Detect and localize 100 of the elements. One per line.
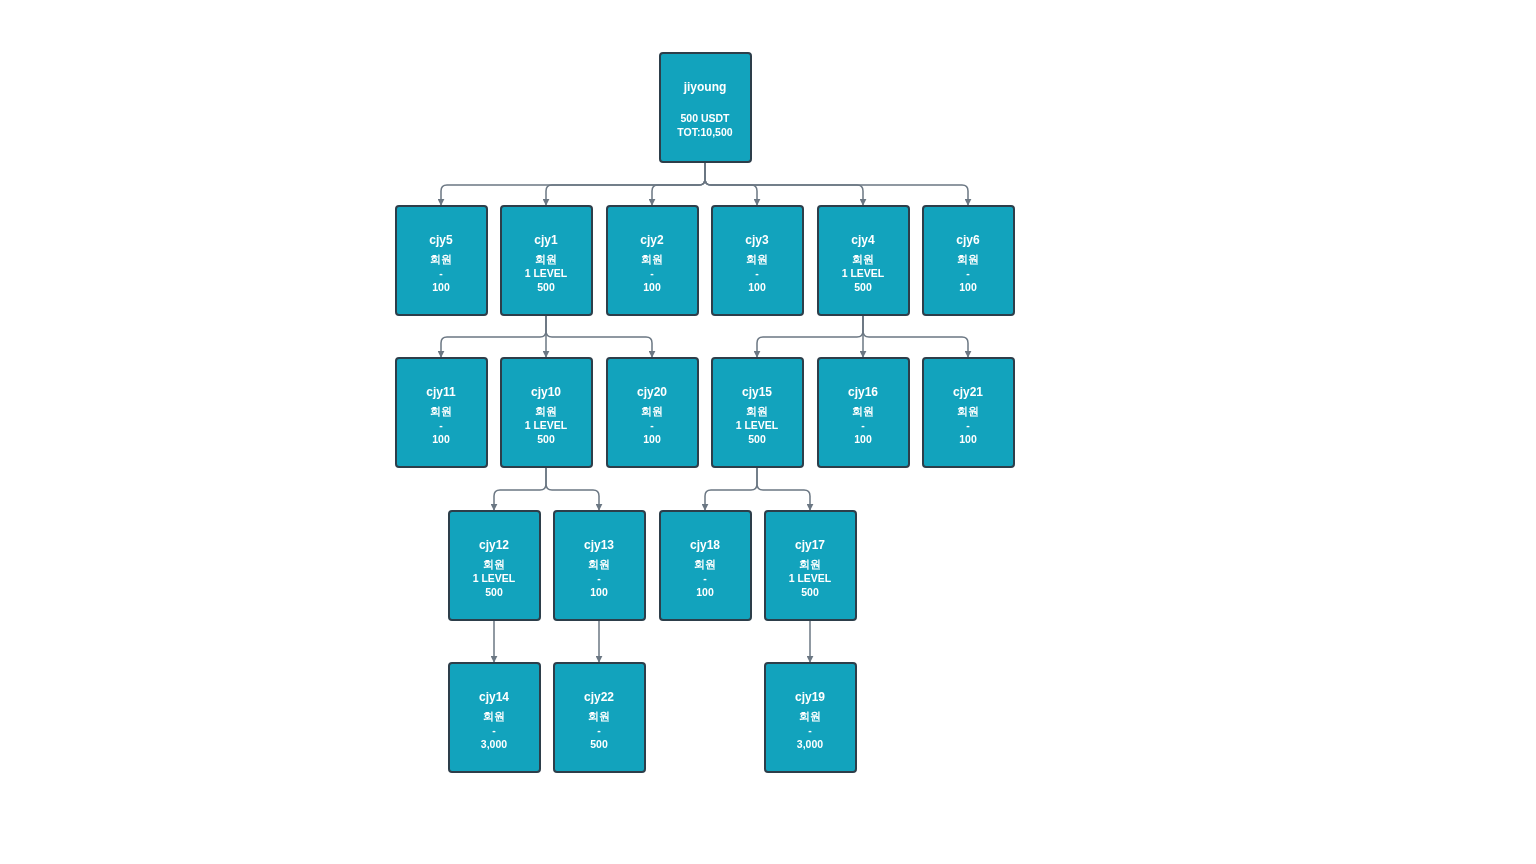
member-box [552, 510, 646, 621]
member-detail: 회원 [430, 404, 452, 418]
member-id: cjy5 [429, 233, 453, 247]
member-detail: - [650, 418, 654, 432]
member-detail: - [650, 266, 654, 280]
member-box [447, 510, 541, 621]
member-detail: 회원 [430, 252, 452, 266]
member-detail: 회원 [641, 252, 663, 266]
member-detail: 500 USDT [680, 111, 730, 125]
member-detail: 1 LEVEL [841, 266, 885, 280]
member-detail: 500 [801, 585, 819, 599]
member-detail: 3,000 [796, 737, 824, 751]
member-id: cjy20 [637, 385, 667, 399]
member-detail: 500 [485, 585, 503, 599]
member-detail: - [808, 723, 812, 737]
member-id: cjy13 [584, 538, 614, 552]
member-id: cjy15 [742, 385, 772, 399]
member-box [552, 662, 646, 773]
connector-arrow [704, 162, 972, 206]
member-id: cjy16 [848, 385, 878, 399]
member-detail: - [703, 571, 707, 585]
member-id: cjy17 [795, 538, 825, 552]
member-detail: - [439, 266, 443, 280]
member-box [394, 357, 488, 468]
member-detail: 회원 [799, 557, 821, 571]
member-detail: 회원 [957, 252, 979, 266]
member-detail: 3,000 [480, 737, 508, 751]
member-detail: 100 [643, 280, 661, 294]
member-box [447, 662, 541, 773]
member-id: cjy10 [531, 385, 561, 399]
member-detail: 500 [854, 280, 872, 294]
member-detail: - [966, 266, 970, 280]
connector-arrow [490, 620, 498, 663]
member-detail: - [861, 418, 865, 432]
member-detail: 1 LEVEL [788, 571, 832, 585]
connector-arrow [545, 467, 603, 511]
member-box [710, 357, 804, 468]
member-detail: 100 [643, 432, 661, 446]
member-id: cjy4 [851, 233, 875, 247]
member-detail: 500 [590, 737, 608, 751]
member-detail: 회원 [746, 252, 768, 266]
member-detail: 1 LEVEL [524, 266, 568, 280]
member-box [605, 205, 699, 316]
connector-arrow [545, 315, 656, 358]
member-detail: 500 [748, 432, 766, 446]
member-detail: 회원 [588, 557, 610, 571]
member-id: cjy22 [584, 690, 614, 704]
member-detail: - [755, 266, 759, 280]
member-box [658, 510, 752, 621]
member-detail: - [966, 418, 970, 432]
member-box [710, 205, 804, 316]
member-box [763, 662, 857, 773]
member-id: jiyoung [683, 80, 727, 94]
member-detail: 회원 [535, 252, 557, 266]
member-detail: 회원 [746, 404, 768, 418]
member-detail: 회원 [535, 404, 557, 418]
member-id: cjy19 [795, 690, 825, 704]
member-detail: 1 LEVEL [524, 418, 568, 432]
member-id: cjy11 [426, 385, 456, 399]
member-detail: - [597, 723, 601, 737]
member-detail: 100 [959, 432, 977, 446]
member-detail: 1 LEVEL [472, 571, 516, 585]
member-detail: 100 [432, 432, 450, 446]
connector-arrow [862, 315, 972, 358]
member-detail: 회원 [641, 404, 663, 418]
connector-arrow [756, 467, 814, 511]
member-id: cjy21 [953, 385, 983, 399]
member-box [816, 205, 910, 316]
connector-arrow [806, 620, 814, 663]
member-detail: - [492, 723, 496, 737]
member-detail: 100 [959, 280, 977, 294]
member-detail: 1 LEVEL [735, 418, 779, 432]
member-detail: 100 [590, 585, 608, 599]
member-id: cjy3 [745, 233, 769, 247]
member-id: cjy6 [956, 233, 980, 247]
member-box [816, 357, 910, 468]
member-detail: 100 [432, 280, 450, 294]
member-detail: 회원 [483, 709, 505, 723]
member-box [605, 357, 699, 468]
member-detail: 회원 [694, 557, 716, 571]
member-id: cjy2 [640, 233, 664, 247]
member-id: cjy14 [479, 690, 509, 704]
member-detail: 100 [854, 432, 872, 446]
member-box [921, 357, 1015, 468]
member-box [658, 52, 752, 163]
member-detail: 회원 [799, 709, 821, 723]
member-box [394, 205, 488, 316]
member-detail: 회원 [483, 557, 505, 571]
member-id: cjy18 [690, 538, 720, 552]
member-box [499, 205, 593, 316]
member-detail: 500 [537, 432, 555, 446]
member-box [763, 510, 857, 621]
member-id: cjy1 [534, 233, 558, 247]
connector-arrow [595, 620, 603, 663]
member-detail: TOT:10,500 [677, 125, 733, 139]
member-detail: 회원 [588, 709, 610, 723]
member-detail: 회원 [852, 404, 874, 418]
member-detail: 500 [537, 280, 555, 294]
member-detail: - [439, 418, 443, 432]
member-box [499, 357, 593, 468]
